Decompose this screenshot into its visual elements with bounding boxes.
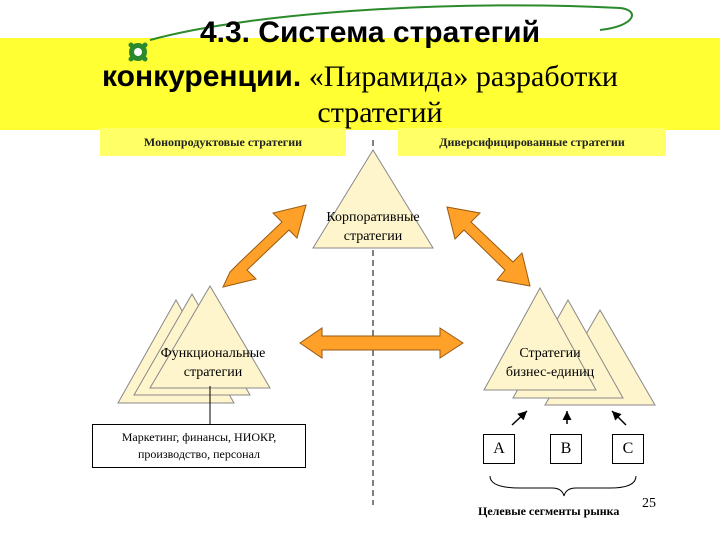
functional-pyramid-stack (117, 285, 271, 404)
segment-a: А (483, 434, 515, 464)
functional-label-line1: Функциональные (160, 346, 266, 361)
slide-title-line3: стратегий (317, 96, 443, 129)
segment-arrow-a (511, 410, 528, 426)
segment-b: В (550, 434, 582, 464)
functional-box-line1: Маркетинг, финансы, НИОКР, (121, 430, 277, 444)
corporate-pyramid (312, 149, 434, 249)
corporate-label-line2: стратегии (343, 229, 403, 244)
slide-title-line1: 4.3. Система стратегий (199, 16, 541, 49)
header-mono-strategies: Монопродуктовые стратегии (100, 128, 346, 156)
green-swirl-decoration (149, 4, 633, 41)
business-pyramid-stack (483, 286, 656, 406)
segment-arrow-c (611, 410, 627, 426)
functional-box-line2: производство, персонал (138, 447, 260, 461)
segments-brace (489, 475, 637, 497)
business-label-line2: бизнес-единиц (505, 365, 595, 380)
corporate-label-line1: Корпоративные (326, 210, 420, 225)
slide-title-line2: конкуренции. «Пирамида» разработки (0, 60, 720, 94)
corporate-strategies-label: Корпоративные стратегии (303, 208, 443, 246)
functional-label-line2: стратегии (183, 365, 243, 380)
functional-strategies-label: Функциональные стратегии (133, 344, 293, 382)
business-label-line1: Стратегии (519, 346, 581, 361)
target-segments-caption: Целевые сегменты рынка (478, 504, 620, 518)
flower-bullet-icon (128, 42, 148, 62)
header-diversified-strategies: Диверсифицированные стратегии (398, 128, 666, 156)
title-band (0, 38, 720, 130)
functional-areas-box: Маркетинг, финансы, НИОКР, производство,… (92, 424, 306, 468)
double-arrow-left-diagonal (222, 204, 307, 288)
slide-title-bold: конкуренции. (102, 60, 302, 93)
double-arrow-horizontal (299, 327, 464, 359)
double-arrow-right-diagonal (446, 206, 531, 287)
business-strategies-label: Стратегии бизнес-единиц (480, 344, 620, 382)
segment-c: С (612, 434, 644, 464)
page-number: 25 (642, 496, 656, 511)
slide-title-rest: «Пирамида» разработки (301, 60, 618, 93)
